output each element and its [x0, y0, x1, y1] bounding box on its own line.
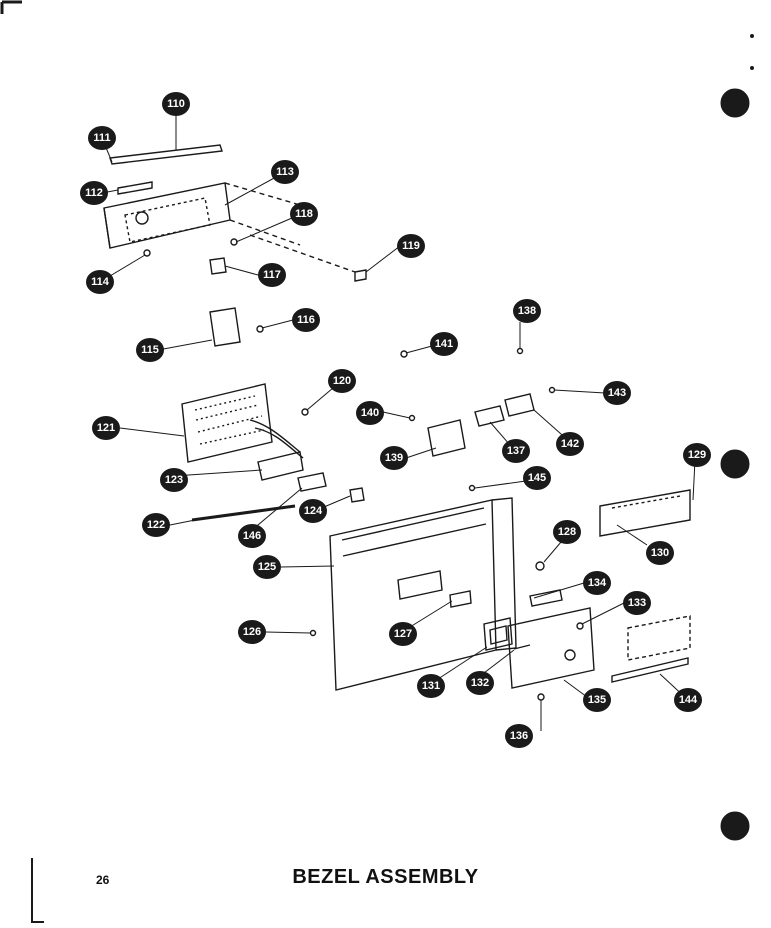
callout-122: 122 — [142, 513, 170, 537]
svg-text:119: 119 — [402, 240, 420, 252]
callout-114: 114 — [86, 270, 114, 294]
svg-text:120: 120 — [333, 375, 351, 387]
svg-text:146: 146 — [243, 530, 261, 542]
callout-121: 121 — [92, 416, 120, 440]
svg-text:114: 114 — [91, 276, 110, 288]
svg-text:125: 125 — [258, 561, 276, 573]
callout-111: 111 — [88, 126, 116, 150]
callout-118: 118 — [290, 202, 318, 226]
callout-129: 129 — [683, 443, 711, 467]
parts — [103, 144, 691, 701]
callout-128: 128 — [553, 520, 581, 544]
svg-text:118: 118 — [295, 208, 313, 220]
svg-text:126: 126 — [243, 626, 261, 638]
callout-113: 113 — [271, 160, 299, 184]
svg-text:121: 121 — [97, 422, 115, 434]
callout-144: 144 — [674, 688, 702, 712]
callout-120: 120 — [328, 369, 356, 393]
svg-text:131: 131 — [422, 680, 440, 692]
callout-139: 139 — [380, 446, 408, 470]
callout-127: 127 — [389, 622, 417, 646]
page-title: BEZEL ASSEMBLY — [292, 866, 479, 888]
callout-134: 134 — [583, 571, 611, 595]
callout-124: 124 — [299, 499, 327, 523]
callout-131: 131 — [417, 674, 445, 698]
svg-text:124: 124 — [304, 505, 323, 517]
callout-146: 146 — [238, 524, 266, 548]
callout-140: 140 — [356, 401, 384, 425]
svg-text:138: 138 — [518, 305, 536, 317]
svg-text:137: 137 — [507, 445, 525, 457]
svg-text:134: 134 — [588, 577, 607, 589]
callout-123: 123 — [160, 468, 188, 492]
callout-141: 141 — [430, 332, 458, 356]
callout-143: 143 — [603, 381, 631, 405]
callout-116: 116 — [292, 308, 320, 332]
callout-126: 126 — [238, 620, 266, 644]
callout-112: 112 — [80, 181, 108, 205]
svg-text:123: 123 — [165, 474, 183, 486]
svg-text:130: 130 — [651, 547, 669, 559]
svg-text:117: 117 — [263, 269, 281, 281]
callout-137: 137 — [502, 439, 530, 463]
svg-text:132: 132 — [471, 677, 489, 689]
callout-136: 136 — [505, 724, 533, 748]
callout-135: 135 — [583, 688, 611, 712]
svg-text:113: 113 — [276, 166, 294, 178]
callout-119: 119 — [397, 234, 425, 258]
callout-138: 138 — [513, 299, 541, 323]
callout-132: 132 — [466, 671, 494, 695]
page-number: 26 — [96, 873, 110, 887]
callout-133: 133 — [623, 591, 651, 615]
svg-text:139: 139 — [385, 452, 403, 464]
callout-145: 145 — [523, 466, 551, 490]
svg-text:110: 110 — [167, 98, 185, 110]
svg-text:115: 115 — [141, 344, 159, 356]
svg-text:128: 128 — [558, 526, 576, 538]
svg-text:145: 145 — [528, 472, 546, 484]
svg-text:135: 135 — [588, 694, 606, 706]
callout-130: 130 — [646, 541, 674, 565]
callout-110: 110 — [162, 92, 190, 116]
svg-text:111: 111 — [93, 132, 110, 144]
svg-text:122: 122 — [147, 519, 165, 531]
svg-text:112: 112 — [85, 187, 103, 199]
callouts: 110 111 112 113 114 116 117 118 119 115 … — [80, 92, 711, 748]
svg-text:141: 141 — [435, 338, 453, 350]
svg-text:133: 133 — [628, 597, 646, 609]
callout-125: 125 — [253, 555, 281, 579]
svg-text:140: 140 — [361, 407, 379, 419]
svg-text:136: 136 — [510, 730, 528, 742]
callout-115: 115 — [136, 338, 164, 362]
svg-text:143: 143 — [608, 387, 626, 399]
svg-text:116: 116 — [297, 314, 315, 326]
callout-142: 142 — [556, 432, 584, 456]
svg-text:127: 127 — [394, 628, 412, 640]
callout-117: 117 — [258, 263, 286, 287]
page-marks — [0, 0, 754, 923]
svg-text:142: 142 — [561, 438, 579, 450]
svg-text:144: 144 — [679, 694, 698, 706]
svg-text:129: 129 — [688, 449, 706, 461]
